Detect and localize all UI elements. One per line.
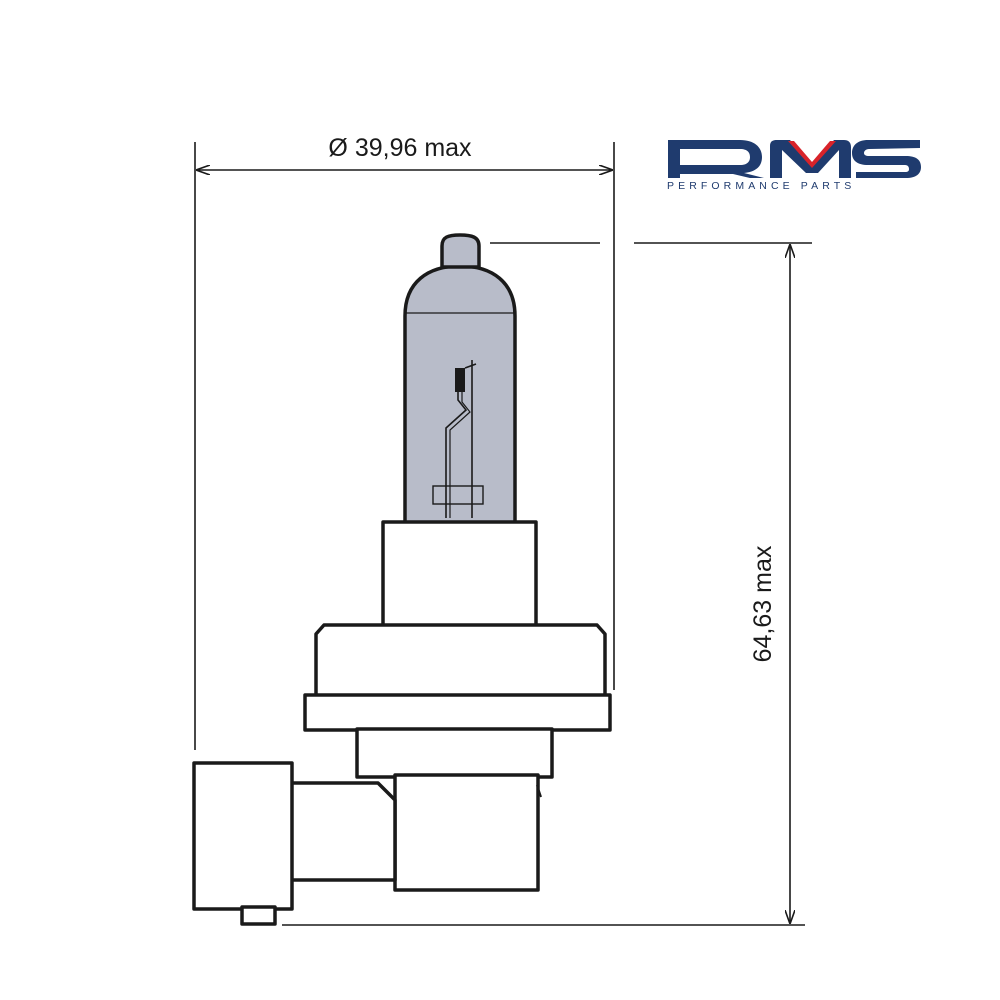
filament [432,360,484,518]
logo-red-mark [788,141,836,168]
flange-upper [314,623,607,699]
plug-arm [288,781,397,882]
lead-wire-left-2 [449,392,471,518]
logo-suffix: SPA [862,174,874,180]
plug-terminal-tab [240,905,277,926]
logo-tagline: PERFORMANCE PARTS [667,180,855,192]
diameter-dimension: Ø 39,96 max [194,134,615,750]
diameter-label: Ø 39,96 max [328,134,472,162]
connector-detail [536,784,542,798]
logo-letter-r [668,140,764,178]
bulb [192,233,612,926]
rms-logo: SPA PERFORMANCE PARTS [667,140,921,192]
bulb-tip [440,233,481,269]
lead-wire-left [445,392,468,518]
connector-body [393,773,540,892]
logo-letter-m [770,140,851,178]
plug-housing [192,761,294,911]
glass-envelope [403,264,517,525]
filament-top-wire [464,363,477,369]
bulb-neck [381,520,538,630]
height-label: 64,63 max [749,545,777,662]
logo-letter-s [852,140,921,178]
height-dimension: 64,63 max [282,242,812,926]
base-body [355,727,554,779]
filament-coil [455,368,465,392]
flange-plate [303,693,612,732]
wire-pinch-marker [432,485,484,505]
